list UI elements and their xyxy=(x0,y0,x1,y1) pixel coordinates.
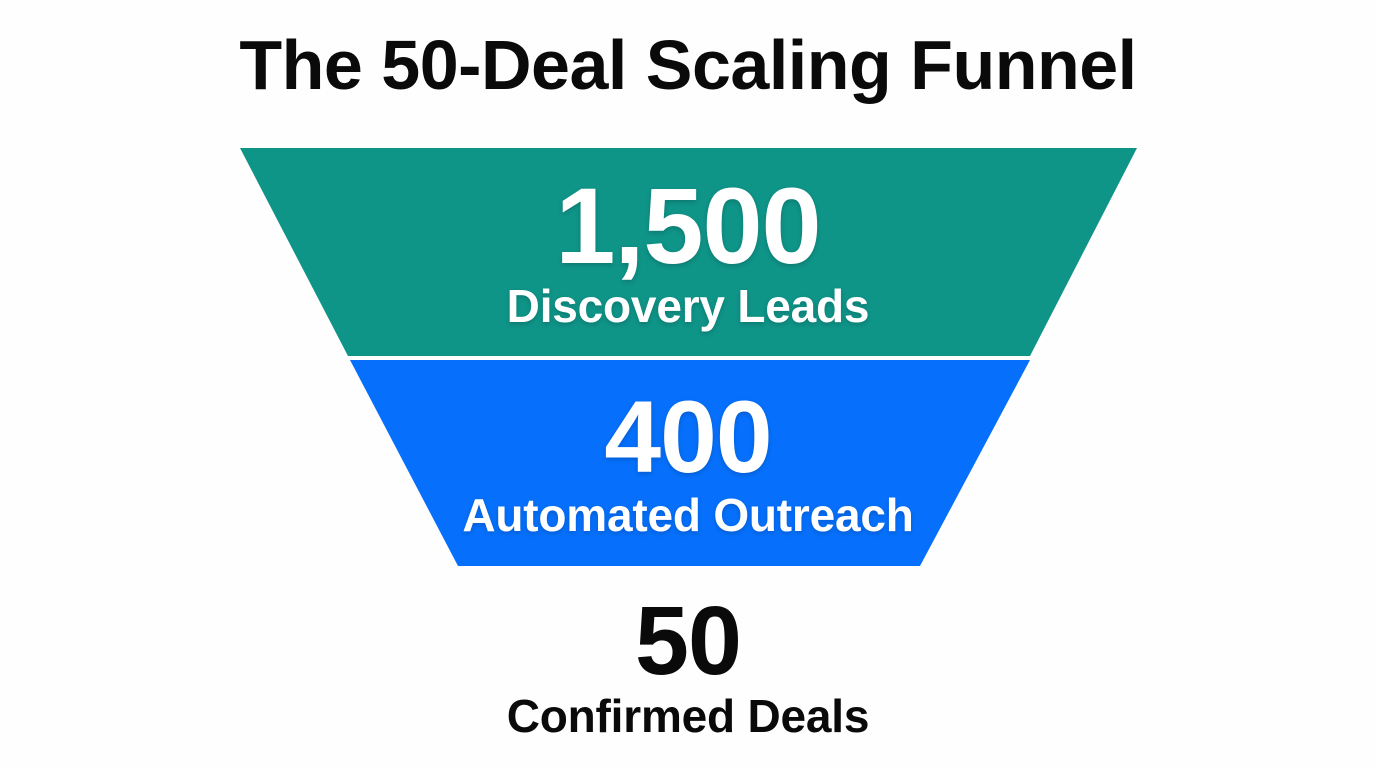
funnel-segment-automated-outreach xyxy=(350,360,1030,566)
funnel-segment-discovery-leads xyxy=(240,148,1137,356)
tier-label-automated-outreach: Automated Outreach xyxy=(462,489,914,541)
tier-label-confirmed-deals: Confirmed Deals xyxy=(506,690,870,742)
tier-label-discovery-leads: Discovery Leads xyxy=(506,280,870,332)
tier-value-confirmed-deals: 50 xyxy=(635,586,742,695)
page-title: The 50-Deal Scaling Funnel xyxy=(239,26,1137,104)
tier-value-automated-outreach: 400 xyxy=(604,380,772,494)
tier-value-discovery-leads: 1,500 xyxy=(555,165,821,286)
